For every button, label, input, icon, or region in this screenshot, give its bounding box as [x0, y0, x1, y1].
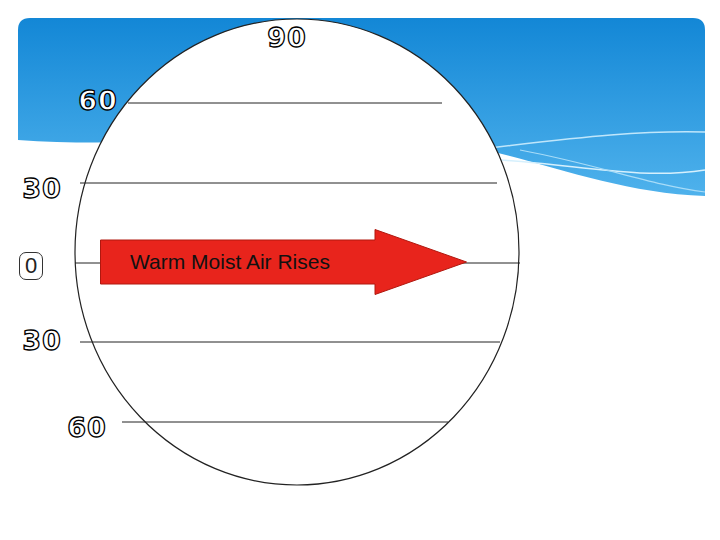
latitude-label: 30: [22, 325, 62, 356]
latitude-label: 30: [22, 173, 62, 204]
latitude-line: [80, 183, 497, 184]
equator-label: 0: [25, 255, 37, 277]
latitude-label: 60: [67, 412, 107, 443]
zero-box: 0: [19, 252, 43, 280]
decor-curve: [520, 150, 705, 192]
decor-curve: [470, 132, 705, 150]
latitude-label: 90: [267, 22, 307, 53]
latitude-line: [122, 422, 448, 423]
arrow-shape: Warm Moist Air Rises: [100, 229, 467, 295]
latitude-line: [80, 342, 500, 343]
arrow-polygon: [101, 230, 467, 295]
decor-curve: [500, 160, 705, 173]
latitude-line: [128, 103, 442, 104]
latitude-label: 60: [78, 85, 118, 116]
arrow-label: Warm Moist Air Rises: [130, 250, 330, 274]
earth-circle: [75, 19, 519, 485]
